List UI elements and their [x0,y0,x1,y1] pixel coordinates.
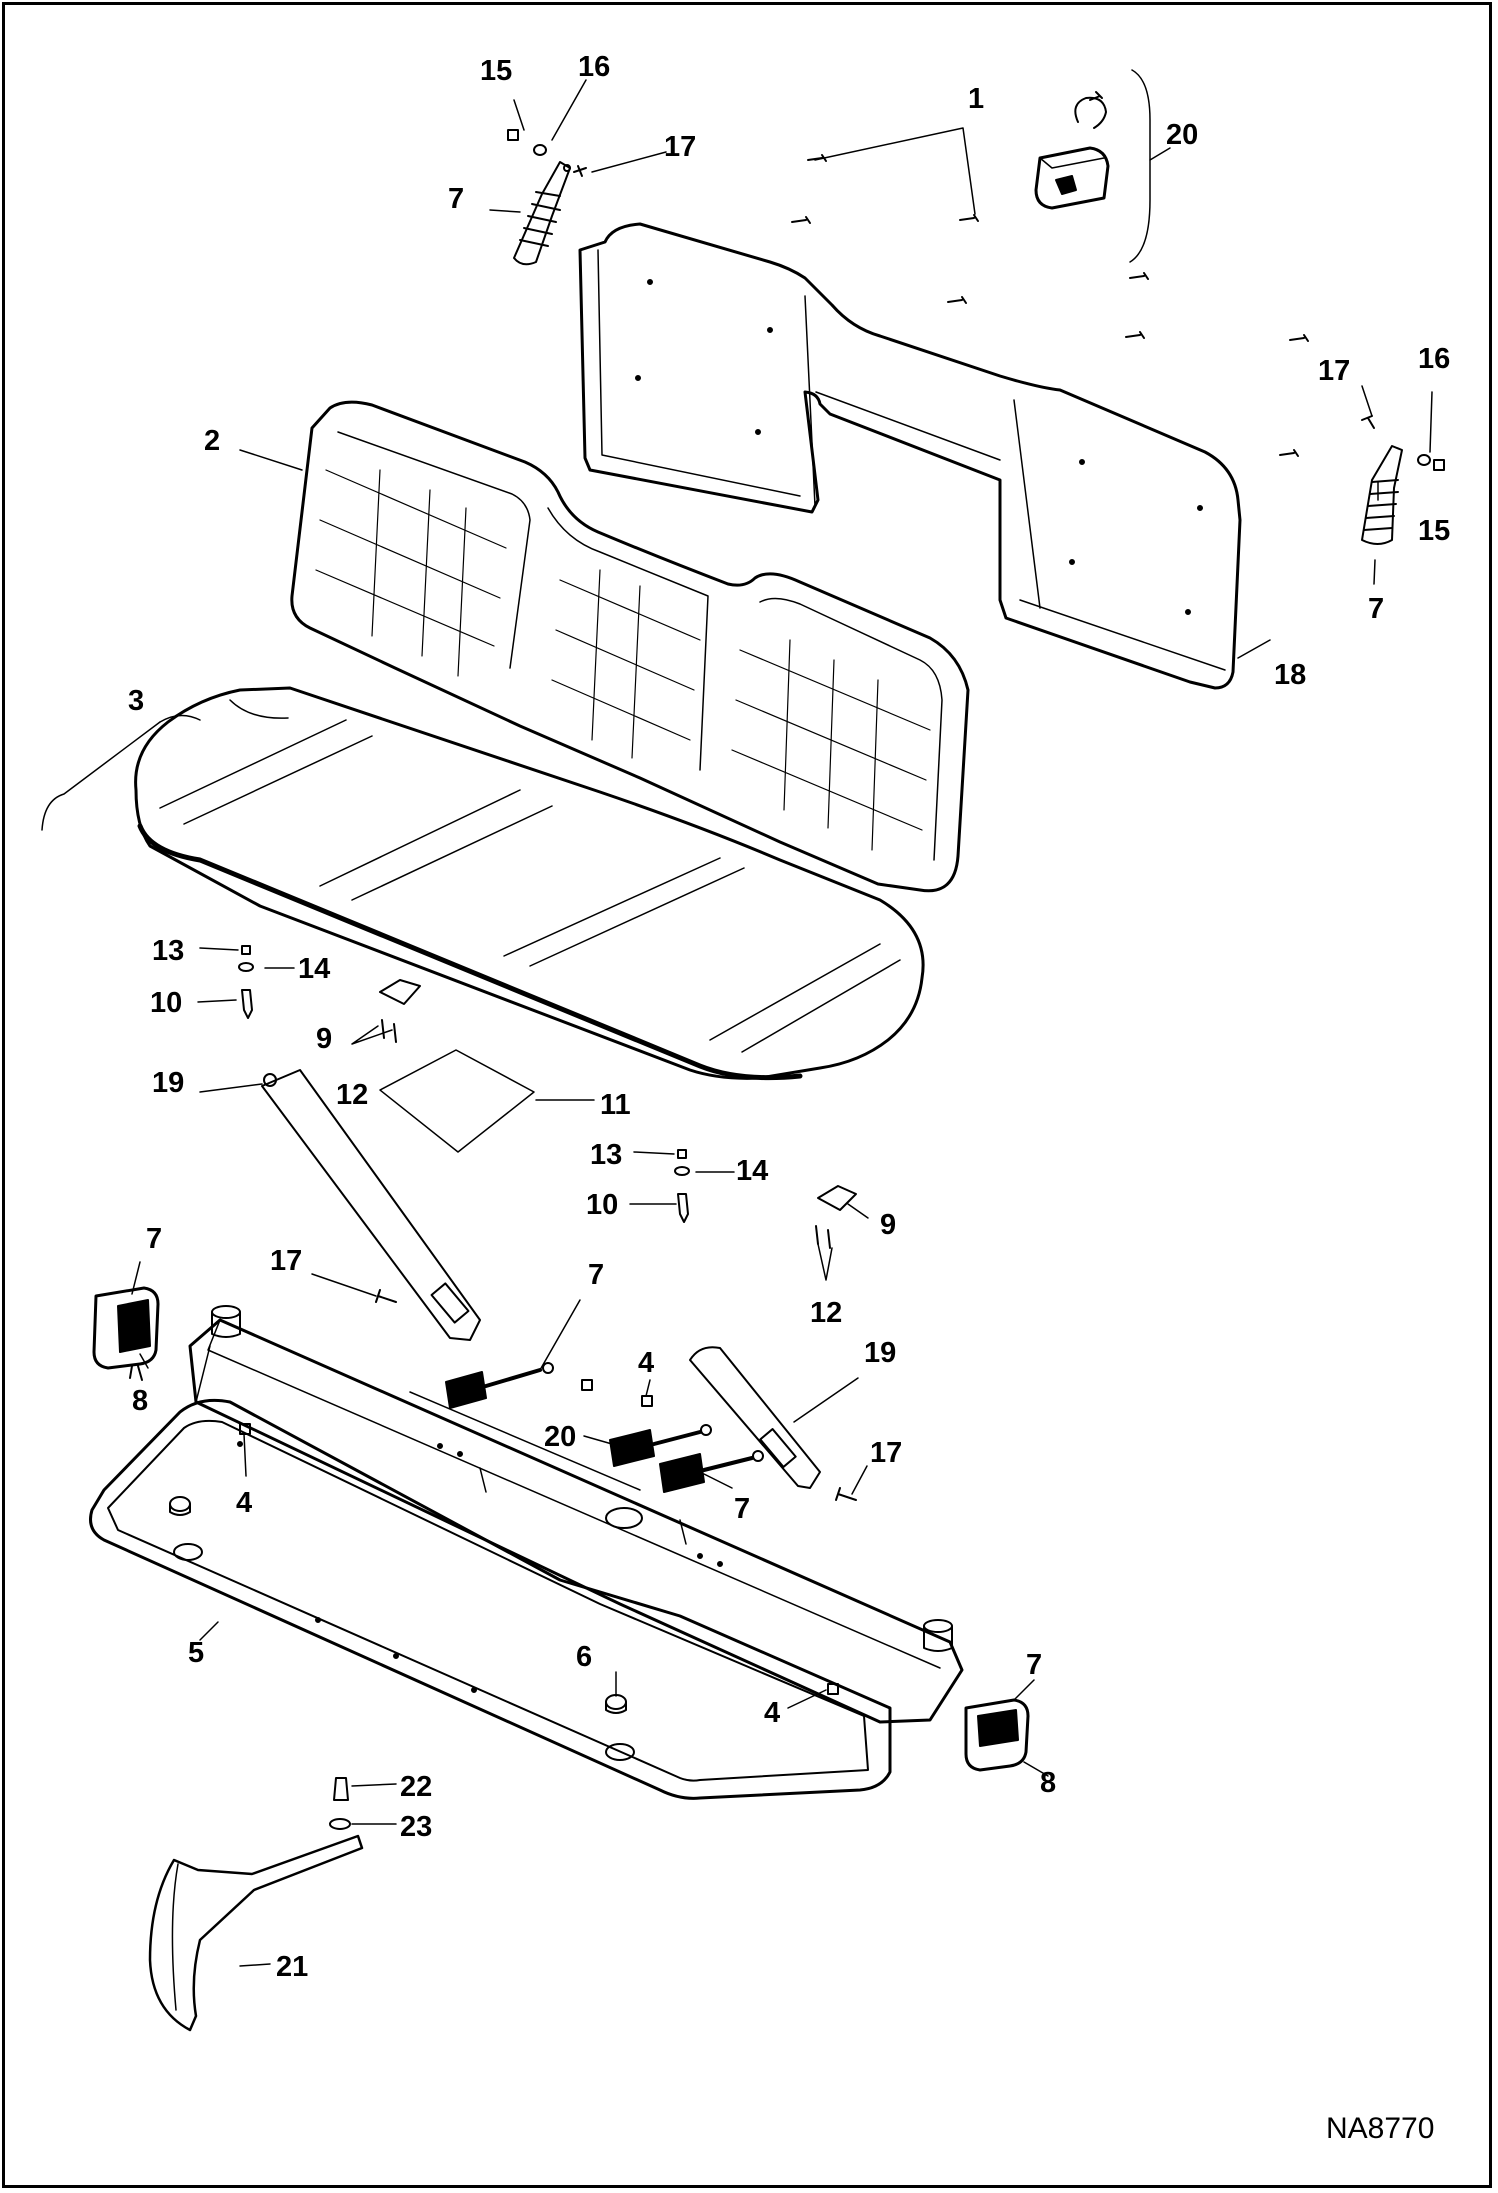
callout-10-left: 10 [150,987,182,1019]
callout-9-right: 9 [880,1209,896,1241]
hardware-stack-right [674,1149,690,1223]
bracket-left [379,979,421,1005]
callout-11: 11 [600,1089,631,1121]
bumpers-item-6 [169,1496,627,1714]
callout-7-top-left: 7 [448,183,464,215]
drawing-number: NA8770 [1326,2112,1435,2145]
buckle-retractor-left [445,1362,554,1409]
nuts-item-4 [239,1379,839,1695]
callout-4-mid: 4 [638,1347,654,1379]
seat-back-cushion [290,400,970,893]
buckle-retractor-right [659,1450,764,1493]
callout-16-right: 16 [1418,343,1450,375]
callout-16-top: 16 [578,51,610,83]
callout-14-right: 14 [736,1155,768,1187]
callout-6: 6 [576,1641,592,1673]
callout-7-left-block: 7 [146,1223,162,1255]
callout-18: 18 [1274,659,1306,691]
callout-17-right: 17 [1318,355,1350,387]
seat-belt-right [689,1346,821,1489]
callout-17-right-low: 17 [870,1437,902,1469]
callout-14-left: 14 [298,953,330,985]
callout-12-right: 12 [810,1297,842,1329]
callout-17-mid: 17 [270,1245,302,1277]
callout-labels: 15 16 17 7 1 20 17 16 15 7 18 2 3 13 14 … [128,51,1450,1983]
callout-5: 5 [188,1637,204,1669]
seat-belt-retractor-top [1034,91,1110,210]
suspension-spring-top-right [1361,445,1403,545]
seat-back-panel [578,222,1242,690]
seat-belt-left [261,1069,481,1341]
callout-8-left: 8 [132,1385,148,1417]
callout-13-right: 13 [590,1139,622,1171]
callout-17-top: 17 [664,131,696,163]
suspension-spring-top-left [513,161,571,266]
callout-22: 22 [400,1771,432,1803]
callout-15-top: 15 [480,55,512,87]
callout-12-left: 12 [336,1079,368,1111]
callout-9-left: 9 [316,1023,332,1055]
callout-13-left: 13 [152,935,184,967]
leader-lines [41,69,1433,1967]
retractor-block-right [964,1698,1030,1772]
screws-item-12 [381,1019,831,1249]
callout-20-mid: 20 [544,1421,576,1453]
callout-7-mid: 7 [588,1259,604,1291]
callout-4-bottom: 4 [764,1697,780,1729]
callout-8-right: 8 [1040,1767,1056,1799]
bracket-right [817,1185,857,1211]
bolts-item-17 [375,165,1375,1501]
callout-20-top: 20 [1166,119,1198,151]
buckle-retractor-center [609,1424,712,1467]
callout-15-right: 15 [1418,515,1450,547]
callout-23: 23 [400,1811,432,1843]
screws-item-1 [791,154,1309,457]
label-plate [379,1049,535,1153]
callout-10-right: 10 [586,1189,618,1221]
callout-21: 21 [276,1951,308,1983]
callout-7-top-right: 7 [1368,593,1384,625]
seat-frame [89,1398,892,1800]
callout-1: 1 [968,83,984,115]
seat-cross-member [188,1305,964,1724]
callout-19-right: 19 [864,1337,896,1369]
hardware-stack-left [238,945,254,1019]
callout-7-mid-right: 7 [734,1493,750,1525]
heat-shield [148,1777,364,2032]
callout-2: 2 [204,425,220,457]
nuts-washers [507,129,1445,471]
callout-7-right-block: 7 [1026,1649,1042,1681]
callout-19-left: 19 [152,1067,184,1099]
callout-4-left: 4 [236,1487,252,1519]
retractor-block-left [92,1286,160,1381]
seat-bottom-cushion [134,686,925,1081]
callout-3: 3 [128,685,144,717]
